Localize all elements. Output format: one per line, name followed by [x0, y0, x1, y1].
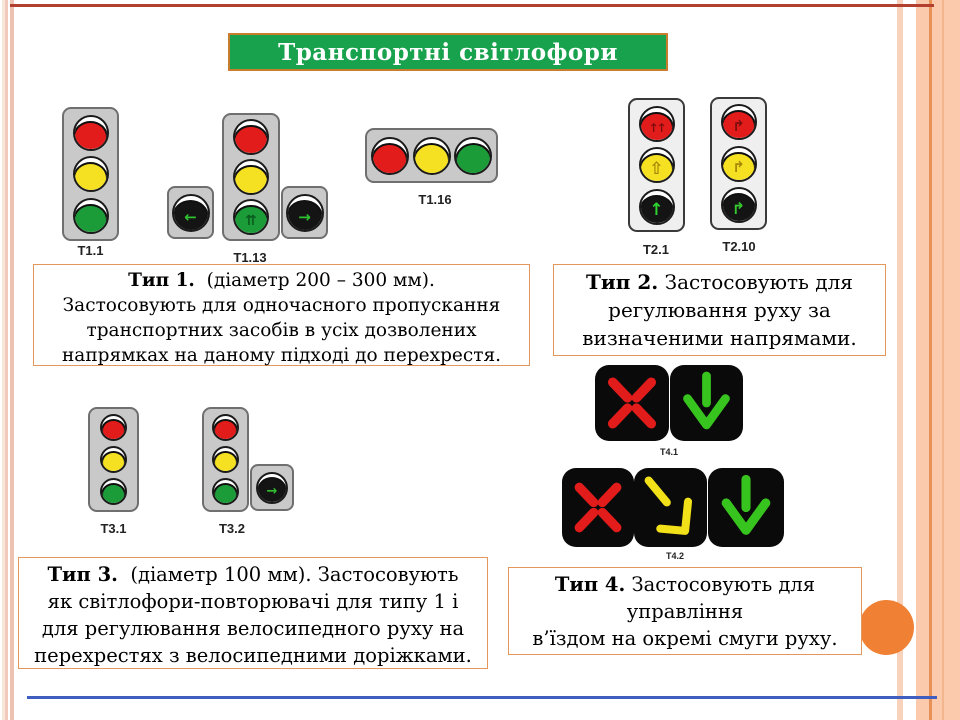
orange-accent-circle	[859, 600, 914, 655]
yellow-lens	[233, 159, 269, 195]
type-label: Тип 3.	[47, 563, 118, 586]
right-border-band-line	[929, 0, 932, 720]
type2-description-box: Тип 2. Застосовують для регулювання руху…	[553, 264, 886, 356]
arrow-lens: →	[256, 471, 288, 504]
text-segment: Застосовують для	[625, 573, 816, 596]
signal-label-t3-1: Т3.1	[100, 521, 127, 536]
right-arrow-icon: →	[266, 483, 278, 499]
text-line: визначеними напрямами.	[582, 326, 857, 350]
right-border-stripe	[897, 0, 903, 720]
text-line: Тип 2. Застосовують для	[554, 268, 885, 296]
traffic-light-t1-1	[62, 107, 119, 241]
text-line: Тип 3. (діаметр 100 мм). Застосовують	[19, 561, 487, 588]
red-lens: ↑↑	[638, 105, 675, 142]
green-lens: ↱	[720, 186, 757, 223]
right-border-band-line-2	[942, 0, 944, 720]
left-border-stripe-1	[2, 0, 5, 720]
signal-label-t1-13: Т1.13	[233, 250, 267, 265]
text-line: напрямках на даному підході до перехрест…	[61, 345, 502, 366]
yellow-diagonal-arrow-signal	[634, 468, 707, 547]
signal-label-t2-1: Т2.1	[642, 242, 669, 257]
yellow-lens: ⇧	[638, 147, 675, 183]
traffic-light-t3-1	[88, 407, 139, 512]
yellow-lens	[412, 136, 451, 175]
type3-description-box: Тип 3. (діаметр 100 мм). Застосовують як…	[18, 557, 488, 669]
up-arrow-icon: ↑	[649, 200, 664, 221]
yellow-lens	[212, 446, 239, 473]
top-red-line	[10, 4, 934, 7]
signal-label-t2-10: Т2.10	[722, 239, 756, 254]
arrow-lens: ←	[171, 193, 210, 232]
arrow-lens: →	[285, 193, 324, 232]
right-border-band	[916, 0, 960, 720]
text-line: транспортних засобів в усіх дозволених	[86, 320, 477, 341]
yellow-lens	[100, 446, 127, 473]
double-up-arrow-icon: ⇈	[245, 213, 257, 230]
text-segment: Застосовують для	[658, 270, 853, 294]
green-lens	[72, 197, 109, 234]
signal-label-t1-16: Т1.16	[418, 192, 452, 207]
red-x-signal	[562, 468, 634, 547]
left-arrow-icon: ←	[184, 207, 197, 226]
text-line: перехрестях з велосипедними доріжками.	[34, 644, 472, 667]
text-line: Тип 4. Застосовують для	[509, 571, 861, 598]
text-line: як світлофори-повторювачі для типу 1 і	[47, 590, 459, 613]
traffic-light-t2-1: ↑↑ ⇧ ↑	[628, 98, 685, 232]
traffic-light-t1-13: ⇈	[222, 113, 280, 241]
traffic-light-t1-16	[365, 128, 498, 183]
type4-description-box: Тип 4. Застосовують для управління в’їзд…	[508, 567, 862, 655]
up-arrows-icon: ↑↑	[648, 120, 666, 135]
up-right-arrow-icon: ↱	[732, 117, 745, 136]
left-border-stripe-3	[10, 0, 14, 720]
green-down-arrow-signal	[708, 468, 784, 547]
traffic-light-t2-10: ↱ ↱ ↱	[710, 97, 767, 230]
green-down-arrow-signal	[670, 365, 743, 441]
right-arrow-section: →	[281, 186, 328, 239]
slide-title: Транспортні світлофори	[228, 33, 668, 71]
right-arrow-section: →	[250, 464, 294, 511]
left-arrow-section: ←	[167, 186, 214, 239]
red-lens	[212, 414, 239, 441]
green-lens	[454, 136, 493, 175]
up-right-arrow-icon: ↱	[732, 158, 745, 177]
signal-label-t1-1: Т1.1	[77, 243, 104, 258]
green-lens: ↑	[638, 188, 675, 225]
red-lens	[72, 114, 109, 151]
text-line: в’їздом на окремі смуги руху.	[532, 627, 838, 650]
left-border-stripe-2	[5, 0, 8, 720]
text-segment: (діаметр 200 – 300 мм).	[194, 270, 435, 291]
yellow-lens: ↱	[720, 145, 757, 182]
type-label: Тип 4.	[554, 573, 626, 596]
type-label: Тип 2.	[586, 270, 659, 294]
green-lens	[100, 478, 127, 505]
up-right-arrow-icon: ↱	[731, 199, 746, 219]
red-x-signal	[595, 365, 669, 441]
signal-label-t3-2: Т3.2	[218, 521, 245, 536]
text-line: управління	[626, 600, 744, 623]
text-line: Застосовують для одночасного пропускання	[62, 295, 501, 316]
red-lens	[233, 119, 269, 155]
signal-label-t4-2: Т4.2	[665, 551, 684, 561]
text-line: регулювання руху за	[608, 298, 831, 322]
text-line: Тип 1. (діаметр 200 – 300 мм).	[34, 268, 529, 293]
yellow-lens	[72, 156, 109, 192]
type1-description-box: Тип 1. (діаметр 200 – 300 мм). Застосову…	[33, 264, 530, 366]
type-label: Тип 1.	[128, 270, 195, 291]
text-line: для регулювання велосипедного руху на	[41, 617, 465, 640]
text-segment: (діаметр 100 мм). Застосовують	[117, 563, 459, 586]
up-arrow-icon: ⇧	[649, 158, 664, 179]
red-lens	[100, 414, 127, 441]
red-lens	[370, 136, 409, 175]
signal-label-t4-1: Т4.1	[659, 447, 678, 457]
red-lens: ↱	[720, 104, 757, 141]
green-lens: ⇈	[233, 199, 269, 235]
right-arrow-icon: →	[298, 207, 311, 226]
green-lens	[212, 478, 239, 505]
traffic-light-t3-2	[202, 407, 249, 512]
bottom-blue-line	[27, 696, 937, 699]
